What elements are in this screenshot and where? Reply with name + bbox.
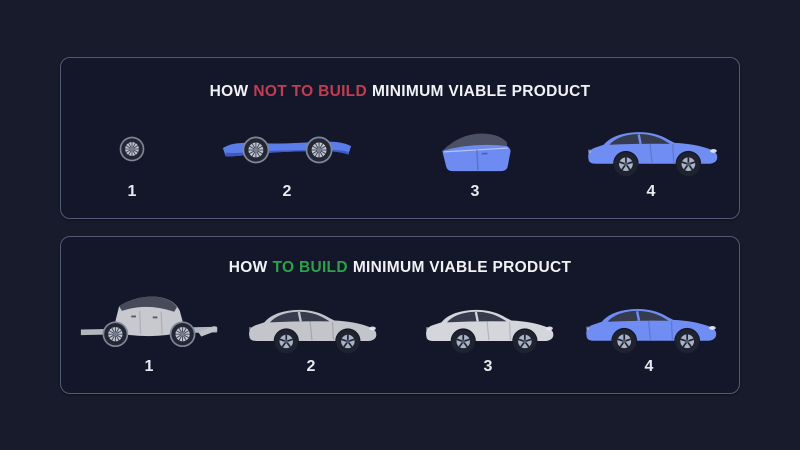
finished-blue-car-icon (571, 118, 731, 180)
stage-number: 1 (127, 183, 137, 200)
stage-2: 2 (207, 118, 367, 201)
refined-silver-car-icon (408, 285, 568, 355)
stage-3: 3 (395, 118, 555, 201)
stage-1: 1 (69, 285, 229, 376)
stage-4: 4 (569, 285, 729, 376)
panel-title: HOW TO BUILD MINIMUM VIABLE PRODUCT (61, 259, 739, 277)
title-highlight: NOT TO BUILD (253, 83, 367, 100)
finished-blue-car-icon (569, 285, 729, 355)
single-wheel-icon (52, 118, 212, 180)
title-prefix: HOW (228, 259, 268, 276)
rough-prototype-car-icon (69, 285, 229, 355)
panel-how-to-build: HOW TO BUILD MINIMUM VIABLE PRODUCT 1 2 … (60, 236, 740, 394)
title-highlight: TO BUILD (272, 259, 348, 276)
stage-number: 2 (306, 358, 316, 375)
stage-1: 1 (52, 118, 212, 201)
stage-number: 4 (646, 183, 656, 200)
stage-4: 4 (571, 118, 731, 201)
title-suffix: MINIMUM VIABLE PRODUCT (352, 259, 572, 276)
stage-number: 3 (470, 183, 480, 200)
title-prefix: HOW (209, 83, 249, 100)
stage-number: 3 (483, 358, 493, 375)
panel-title: HOW NOT TO BUILD MINIMUM VIABLE PRODUCT (61, 83, 739, 101)
stage-2: 2 (231, 285, 391, 376)
basic-gray-car-icon (231, 285, 391, 355)
stage-3: 3 (408, 285, 568, 376)
stage-number: 4 (644, 358, 654, 375)
panel-how-not-to-build: HOW NOT TO BUILD MINIMUM VIABLE PRODUCT … (60, 57, 740, 219)
stage-number: 2 (282, 183, 292, 200)
chassis-with-wheels-icon (207, 118, 367, 180)
title-suffix: MINIMUM VIABLE PRODUCT (371, 83, 591, 100)
stage-number: 1 (144, 358, 154, 375)
partial-car-body-icon (395, 118, 555, 180)
